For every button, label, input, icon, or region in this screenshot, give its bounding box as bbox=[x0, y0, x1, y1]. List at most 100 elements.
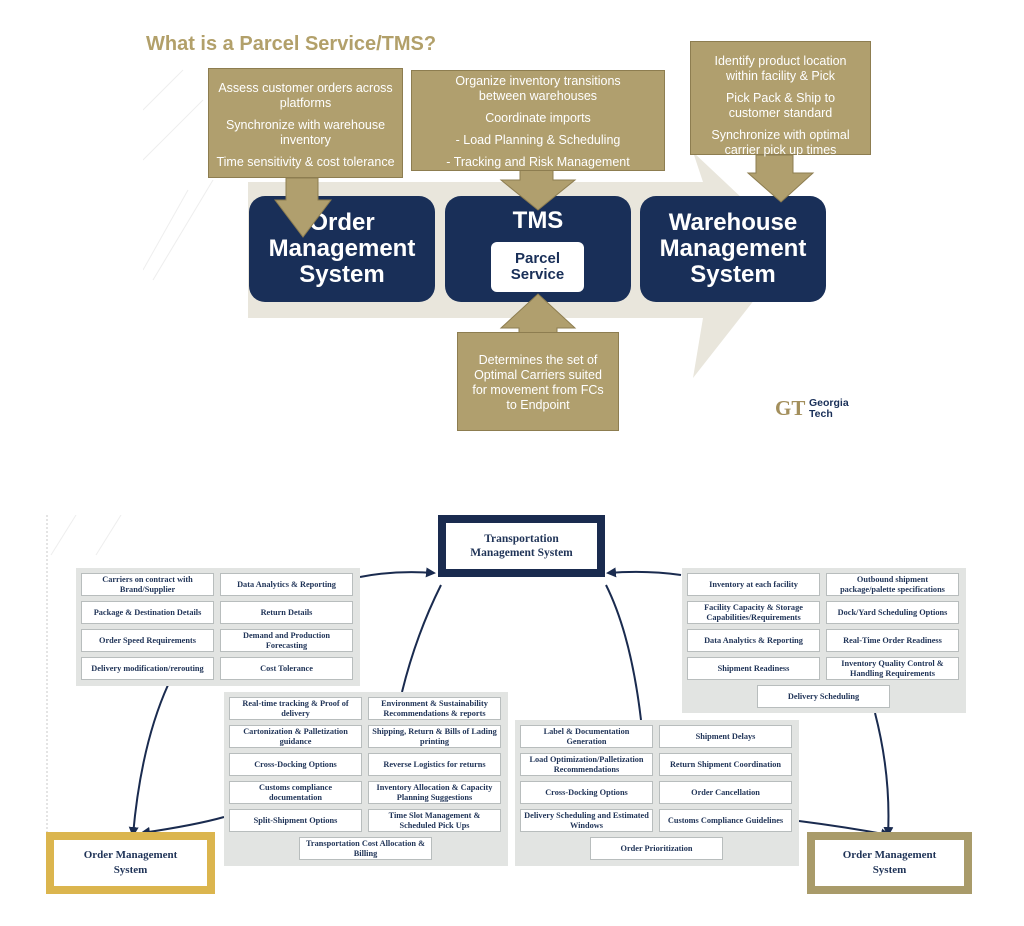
arrow-tms-to-mid-right bbox=[605, 584, 642, 721]
panel-item: Outbound shipment package/palette specif… bbox=[826, 573, 959, 596]
order-management-system-block: Order Management System bbox=[249, 196, 435, 302]
panel-item: Cross-Docking Options bbox=[520, 781, 653, 804]
panel-item: Transportation Cost Allocation & Billing bbox=[299, 837, 432, 860]
tms-label: TMS bbox=[512, 207, 564, 234]
tms-callout-item: - Tracking and Risk Management bbox=[446, 155, 630, 169]
warehouse-management-system-block: Warehouse Management System bbox=[640, 196, 826, 302]
tms-callout-item: Organize inventory transitions between w… bbox=[455, 74, 621, 103]
wms-callout-item: Synchronize with optimal carrier pick up… bbox=[711, 128, 850, 157]
tms-callout-pointer bbox=[499, 169, 577, 211]
panel-item: Carriers on contract with Brand/Supplier bbox=[81, 573, 214, 596]
panel-item: Customs compliance documentation bbox=[229, 781, 362, 804]
panel-item: Load Optimization/Palletization Recommen… bbox=[520, 753, 653, 776]
decorative-lines bbox=[143, 69, 214, 281]
panel-item: Customs Compliance Guidelines bbox=[659, 809, 792, 832]
tms-header-box: Transportation Management System bbox=[438, 515, 605, 577]
logo-line-1: Georgia bbox=[809, 397, 849, 409]
panel-item: Real-Time Order Readiness bbox=[826, 629, 959, 652]
oms-left-line-2: System bbox=[113, 864, 148, 876]
wms-line-1: Warehouse bbox=[668, 209, 798, 236]
wms-line-3: System bbox=[690, 261, 776, 288]
oms-callout-item: Time sensitivity & cost tolerance bbox=[216, 155, 395, 169]
oms-left-line-1: Order Management bbox=[83, 849, 178, 861]
wms-callout-item: Identify product location within facilit… bbox=[714, 54, 847, 83]
panel-item: Delivery Scheduling and Estimated Window… bbox=[520, 809, 653, 832]
panel-item: Data Analytics & Reporting bbox=[220, 573, 353, 596]
parcel-line-2: Service bbox=[510, 266, 565, 283]
slide2-connectors bbox=[46, 515, 894, 895]
parcel-callout-pointer bbox=[499, 293, 577, 337]
wms-inputs-panel: Inventory at each facility Outbound ship… bbox=[682, 568, 966, 713]
georgia-tech-wordmark: Georgia Tech bbox=[809, 398, 849, 420]
oms-left-inner: Order Management System bbox=[54, 840, 207, 886]
panel-item: Order Prioritization bbox=[590, 837, 723, 860]
oms-callout-item: Assess customer orders across platforms bbox=[218, 81, 393, 110]
panel-item: Order Cancellation bbox=[659, 781, 792, 804]
panel-item: Return Shipment Coordination bbox=[659, 753, 792, 776]
oms-right-box: Order Management System bbox=[807, 832, 972, 894]
panel-item: Label & Documentation Generation bbox=[520, 725, 653, 748]
panel-item: Time Slot Management & Scheduled Pick Up… bbox=[368, 809, 501, 832]
slide-parcel-service: What is a Parcel Service/TMS? Order Mana… bbox=[143, 30, 875, 435]
panel-item: Demand and Production Forecasting bbox=[220, 629, 353, 652]
tms-callout: Organize inventory transitions between w… bbox=[411, 70, 665, 171]
tms-header-inner: Transportation Management System bbox=[446, 523, 597, 569]
arrow-right-panel-to-tms bbox=[606, 567, 682, 578]
oms-right-inner: Order Management System bbox=[815, 840, 964, 886]
slide-tms-integration: Transportation Management System Carrier… bbox=[46, 515, 972, 895]
slide-title: What is a Parcel Service/TMS? bbox=[146, 33, 437, 55]
wms-line-2: Management bbox=[659, 235, 807, 262]
arrow-left-panel-to-oms-left bbox=[128, 684, 169, 837]
parcel-callout: Determines the set of Optimal Carriers s… bbox=[457, 332, 619, 431]
oms-right-line-2: System bbox=[872, 864, 907, 876]
panel-item: Inventory Quality Control & Handling Req… bbox=[826, 657, 959, 680]
panel-item: Cost Tolerance bbox=[220, 657, 353, 680]
parcel-line-1: Parcel bbox=[514, 250, 561, 267]
oms-callout-pointer bbox=[273, 177, 333, 238]
panel-item: Reverse Logistics for returns bbox=[368, 753, 501, 776]
tms-title-line-2: Management System bbox=[470, 547, 573, 559]
tms-callout-item: Coordinate imports bbox=[485, 111, 591, 125]
panel-item: Inventory Allocation & Capacity Planning… bbox=[368, 781, 501, 804]
panel-item: Inventory at each facility bbox=[687, 573, 820, 596]
oms-line-2: Management bbox=[268, 235, 416, 262]
panel-item: Return Details bbox=[220, 601, 353, 624]
panel-item: Environment & Sustainability Recommendat… bbox=[368, 697, 501, 720]
panel-item: Delivery modification/rerouting bbox=[81, 657, 214, 680]
oms-inputs-panel: Carriers on contract with Brand/Supplier… bbox=[76, 568, 360, 686]
parcel-callout-item: Determines the set of Optimal Carriers s… bbox=[472, 353, 604, 412]
panel-item: Delivery Scheduling bbox=[757, 685, 890, 708]
panel-item: Package & Destination Details bbox=[81, 601, 214, 624]
tms-callout-item: - Load Planning & Scheduling bbox=[455, 133, 621, 147]
tms-title-line-1: Transportation bbox=[484, 533, 559, 545]
tms-wms-features-panel: Label & Documentation Generation Shipmen… bbox=[515, 720, 799, 866]
panel-item: Shipment Delays bbox=[659, 725, 792, 748]
panel-item: Dock/Yard Scheduling Options bbox=[826, 601, 959, 624]
arrow-right-panel-to-oms-right bbox=[874, 712, 894, 837]
oms-line-3: System bbox=[299, 261, 385, 288]
georgia-tech-logo-mark: GT bbox=[775, 396, 806, 420]
panel-item: Cross-Docking Options bbox=[229, 753, 362, 776]
wms-callout: Identify product location within facilit… bbox=[690, 41, 871, 157]
panel-item: Shipment Readiness bbox=[687, 657, 820, 680]
parcel-service-block: Parcel Service bbox=[491, 242, 584, 292]
panel-item: Facility Capacity & Storage Capabilities… bbox=[687, 601, 820, 624]
panel-item: Shipping, Return & Bills of Lading print… bbox=[368, 725, 501, 748]
arrow-left-panel-to-tms bbox=[359, 567, 436, 578]
oms-left-box: Order Management System bbox=[46, 832, 215, 894]
tms-oms-features-panel: Real-time tracking & Proof of delivery E… bbox=[224, 692, 508, 866]
panel-item: Real-time tracking & Proof of delivery bbox=[229, 697, 362, 720]
panel-item: Order Speed Requirements bbox=[81, 629, 214, 652]
wms-callout-item: Pick Pack & Ship to customer standard bbox=[725, 91, 836, 120]
panel-item: Split-Shipment Options bbox=[229, 809, 362, 832]
arrow-tms-to-mid-left bbox=[401, 584, 442, 693]
logo-line-2: Tech bbox=[809, 408, 833, 420]
oms-callout-item: Synchronize with warehouse inventory bbox=[225, 118, 386, 147]
oms-callout: Assess customer orders across platforms … bbox=[208, 68, 403, 178]
panel-item: Data Analytics & Reporting bbox=[687, 629, 820, 652]
arrow-mid-left-to-oms-left bbox=[140, 816, 225, 837]
oms-right-line-1: Order Management bbox=[842, 849, 937, 861]
decorative-lines bbox=[50, 515, 122, 556]
panel-item: Cartonization & Palletization guidance bbox=[229, 725, 362, 748]
wms-callout-pointer bbox=[746, 154, 815, 203]
